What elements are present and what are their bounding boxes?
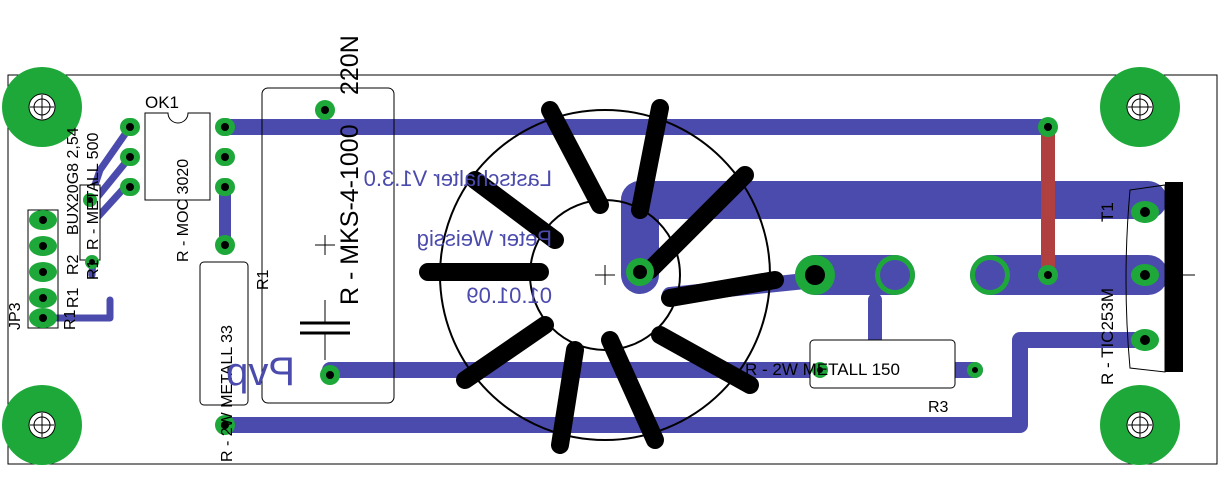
t1-outline [1125, 184, 1166, 373]
label-ok1: OK1 [145, 93, 179, 112]
label-r1a: R1 [85, 259, 102, 280]
toroid-windings [419, 99, 784, 454]
label-r1b: R1 [65, 287, 82, 308]
mirrored-title: Lastschalter V1.3.0 [364, 166, 552, 191]
label-metall33: R - 2W METALL 33 [219, 325, 236, 462]
trace-bottom [217, 332, 1153, 433]
capacitor-symbol-icon [300, 235, 350, 360]
label-metall500: R - METALL 500 [85, 133, 102, 250]
label-moc: R - MOC 3020 [175, 159, 192, 262]
ok1-outline [144, 112, 211, 201]
label-r2: R2 [65, 254, 82, 275]
pad-layer [29, 100, 1159, 435]
capacitor-outline [261, 87, 395, 404]
mounting-hole-icon [1100, 67, 1180, 147]
label-220n: 220N [336, 35, 364, 95]
t1-heatsink-tab [1165, 182, 1183, 372]
resistor-r3-outline [809, 339, 956, 389]
label-bux: BUX20G8 2,54 [65, 127, 82, 235]
mounting-hole-icon [1100, 385, 1180, 465]
label-r3: R3 [928, 399, 949, 416]
resistor-r1-outline [199, 261, 249, 406]
mirrored-date: 01.01.09 [466, 283, 552, 308]
label-t1: T1 [1098, 202, 1117, 222]
label-r1c: R1 [62, 309, 79, 330]
trace-left-d [36, 296, 114, 322]
board-outline [7, 74, 1218, 465]
label-jp3: JP3 [7, 302, 24, 330]
mounting-hole-icon [2, 385, 82, 465]
label-tic: R - TIC253M [1098, 288, 1117, 385]
label-r1: R1 [255, 269, 272, 290]
mirrored-big-text: Pvp [226, 350, 295, 394]
mounting-hole-icon [2, 67, 82, 147]
label-mks: R - MKS-4-1000 [336, 124, 364, 305]
mirrored-author: Peter Weissig [417, 226, 552, 251]
label-metall150: R - 2W METALL 150 [745, 360, 900, 379]
